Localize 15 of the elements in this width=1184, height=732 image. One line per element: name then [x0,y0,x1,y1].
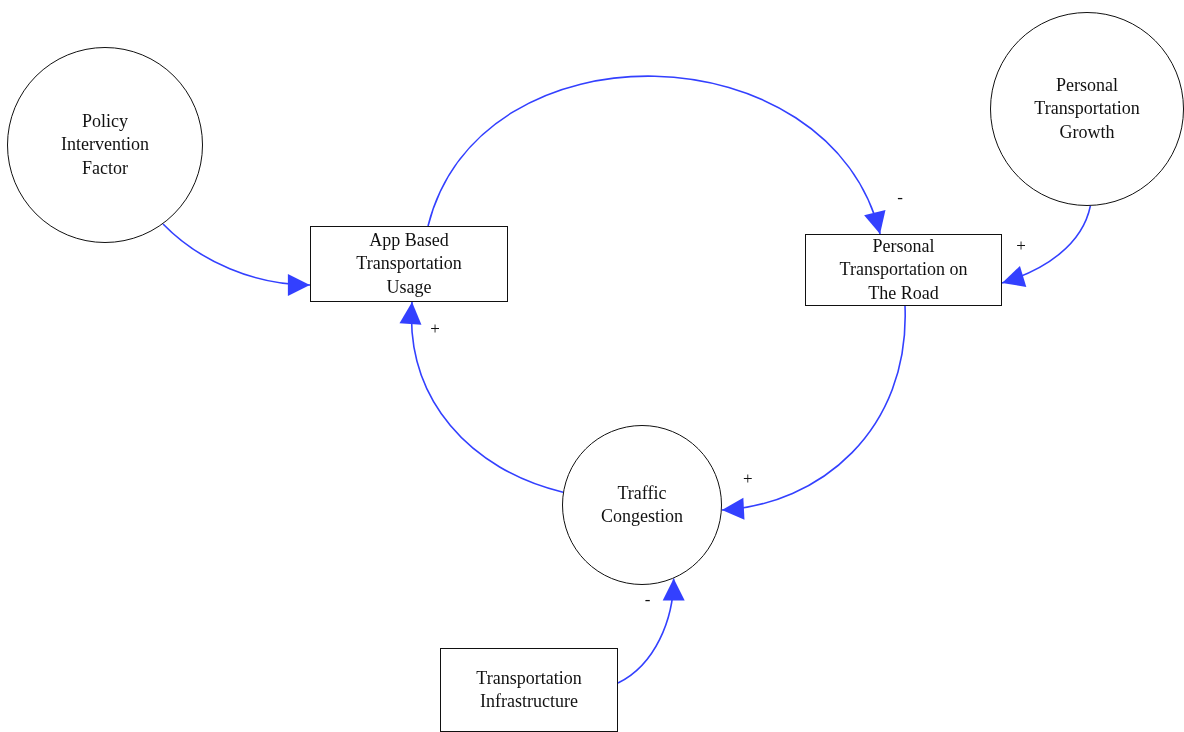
node-label: App Based Transportation Usage [355,228,463,299]
variable-box [805,234,1002,306]
node-label: Personal Transportation on The Road [838,234,969,305]
arrow [162,223,311,296]
variable-box [440,648,618,732]
node-label: Policy Intervention Factor [60,109,150,180]
node-label: Transportation Infrastructure [475,666,583,713]
variable-box [310,226,508,302]
arrow [721,305,906,519]
node-label: Personal Transportation Growth [1033,73,1141,144]
arrow [1001,205,1092,287]
node-label: Traffic Congestion [601,481,683,528]
arrow [400,301,564,493]
arrow [617,577,684,684]
arrow [427,75,883,235]
